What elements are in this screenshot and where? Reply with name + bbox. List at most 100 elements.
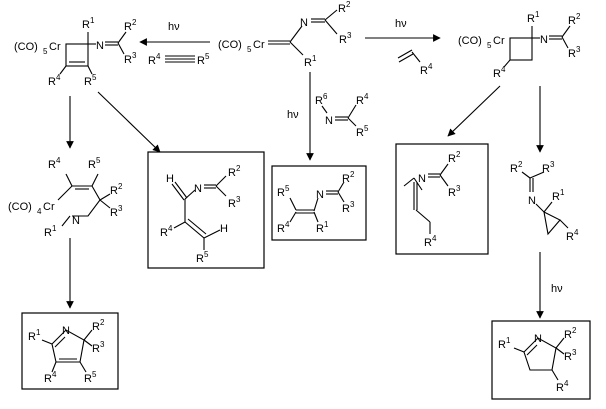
svg-text:R: R [527,13,535,25]
svg-text:R: R [342,203,350,215]
svg-text:R: R [44,227,52,239]
svg-text:R: R [84,76,92,88]
svg-text:4: 4 [574,228,579,237]
svg-text:2: 2 [132,18,137,27]
svg-text:Cr: Cr [49,41,61,53]
svg-text:3: 3 [456,184,461,193]
svg-text:2: 2 [118,182,123,191]
svg-text:5: 5 [205,52,210,61]
four-membered-ring [65,43,89,67]
svg-text:R: R [48,159,56,171]
svg-text:R: R [316,223,324,235]
alkene-double-bond [397,49,413,59]
svg-text:2: 2 [236,164,241,173]
cr-label: Cr [253,39,265,51]
svg-text:R: R [84,373,92,385]
svg-text:5: 5 [487,41,492,50]
svg-text:R: R [448,187,456,199]
arrow-to-allyl-imine [447,85,501,137]
svg-text:R: R [568,15,576,27]
svg-text:R: R [44,373,52,385]
svg-text:R: R [424,237,432,249]
svg-text:5: 5 [43,47,48,56]
alkyne-r5: R [197,55,205,67]
svg-text:R: R [556,382,564,394]
svg-text:N: N [418,173,426,185]
svg-text:R: R [498,339,506,351]
svg-text:3: 3 [132,51,137,60]
svg-text:N: N [540,34,548,46]
svg-text:4: 4 [432,234,437,243]
chromacyclobutene-intermediate: (CO) 5 Cr N R 2 R 3 R 1 R 4 R 5 [14,16,137,88]
carbene-n-bond [289,25,303,43]
svg-text:3: 3 [350,200,355,209]
cyclopropyl-imine: R 2 R 3 N R 1 R 4 [510,160,579,243]
svg-text:3: 3 [576,45,581,54]
product-box-azadiene: R 5 N R 2 R 3 R 4 R 1 [271,165,367,241]
arrow-to-azatriene [97,91,161,153]
r2-label: R [338,3,346,15]
svg-text:N: N [316,189,324,201]
svg-text:3: 3 [100,340,105,349]
svg-text:4: 4 [56,73,61,82]
svg-text:5: 5 [204,250,209,259]
svg-text:N: N [534,333,542,345]
svg-text:5: 5 [92,370,97,379]
svg-text:R: R [277,187,285,199]
hv-middle-label: hν [287,109,299,121]
svg-text:N: N [528,195,536,207]
svg-text:2: 2 [456,150,461,159]
imine-n: N [325,115,333,127]
svg-text:2: 2 [572,326,577,335]
hv-bottom-right-label: hν [551,283,563,295]
hv-left-label: hν [168,21,180,33]
svg-text:3: 3 [236,195,241,204]
svg-text:R: R [277,223,285,235]
imine-r6: R [315,95,323,107]
alkene-reaction-arrow: hν R 4 [365,18,441,77]
svg-text:R: R [196,253,204,265]
svg-text:N: N [72,215,80,227]
svg-text:3: 3 [118,204,123,213]
svg-text:R: R [124,54,132,66]
svg-text:3: 3 [550,160,555,169]
svg-text:2: 2 [518,160,523,169]
svg-text:4: 4 [501,65,506,74]
svg-text:R: R [110,185,118,197]
svg-text:R: R [568,48,576,60]
svg-text:4: 4 [168,224,173,233]
svg-text:R: R [92,321,100,333]
product-box-allyl-imine: N R 2 R 3 R 4 [395,143,489,255]
svg-text:R: R [28,331,36,343]
svg-text:R: R [552,191,560,203]
n-label: N [300,17,308,29]
product-box-pyrrole: N R 1 R 2 R 3 R 4 R 5 [21,312,119,390]
svg-text:R: R [342,173,350,185]
imine-r4: R [356,95,364,107]
svg-text:4: 4 [52,370,57,379]
svg-text:R: R [48,76,56,88]
svg-text:1: 1 [90,16,95,25]
svg-text:R: R [542,163,550,175]
reaction-arrows: hν [66,85,563,319]
svg-text:4: 4 [37,207,42,216]
svg-text:R: R [160,227,168,239]
svg-text:N: N [62,325,70,337]
svg-text:R: R [92,343,100,355]
four-membered-ring-saturated [509,37,533,61]
svg-text:1: 1 [36,328,41,337]
svg-text:1: 1 [312,54,317,63]
svg-text:1: 1 [535,10,540,19]
svg-text:R: R [124,21,132,33]
alkene-r4: R [420,65,428,77]
cyclopropane-ring [543,211,561,236]
alkyne-reaction-arrow: hν R 4 R 5 [139,21,210,67]
svg-text:R: R [566,231,574,243]
svg-text:R: R [82,19,90,31]
svg-text:4: 4 [56,156,61,165]
svg-text:1: 1 [52,224,57,233]
starting-carbene-complex: (CO) 5 Cr N R 2 R 3 R 1 [218,0,352,69]
svg-text:R: R [564,329,572,341]
svg-text:R: R [448,153,456,165]
svg-text:Cr: Cr [493,35,505,47]
